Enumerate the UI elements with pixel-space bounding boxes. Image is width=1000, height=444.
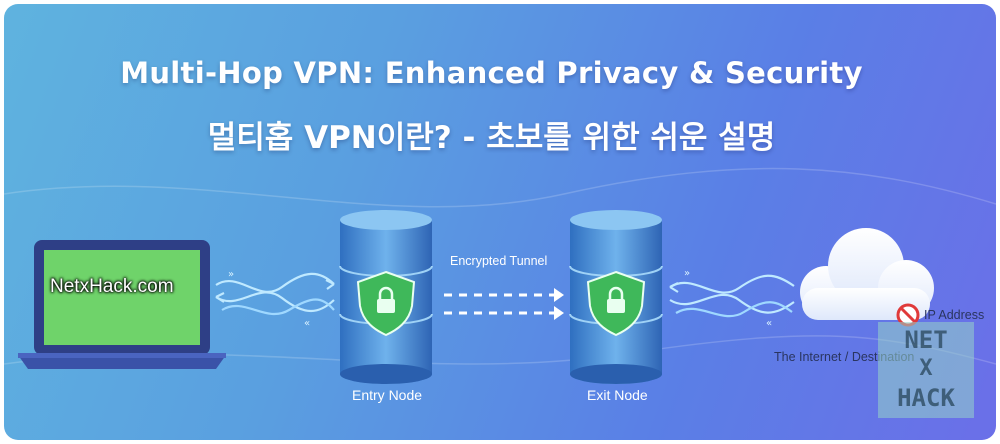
arrow-glyph: « (766, 318, 772, 329)
left-data-stream (215, 272, 335, 316)
diagram-banner: » « (4, 4, 996, 440)
arrow-glyph: » (228, 269, 234, 280)
arrow-glyph: « (304, 318, 310, 329)
shield-lock-icon (586, 270, 646, 337)
diagram-artwork: » « (4, 167, 996, 384)
tunnel-arrow-right (554, 288, 564, 302)
netxhack-logo-watermark: NET X HACK (878, 322, 974, 418)
tunnel-arrow-right (554, 306, 564, 320)
site-watermark: NetxHack.com (50, 276, 174, 297)
right-data-stream (669, 274, 795, 318)
ip-address-label: IP Address (924, 308, 985, 322)
shield-lock-icon (356, 270, 416, 337)
entry-node-label: Entry Node (352, 387, 423, 403)
logo-line: HACK (897, 384, 955, 412)
exit-node-label: Exit Node (587, 387, 648, 403)
title-korean: 멀티홉 VPN이란? - 초보를 위한 쉬운 설명 (207, 120, 776, 156)
title-english: Multi-Hop VPN: Enhanced Privacy & Securi… (120, 56, 863, 90)
logo-line: X (919, 356, 933, 381)
encrypted-tunnel-lines (444, 293, 556, 315)
laptop-icon (18, 240, 226, 369)
arrow-glyph: » (684, 268, 690, 279)
logo-line: NET (904, 326, 948, 354)
encrypted-tunnel-label: Encrypted Tunnel (450, 254, 548, 268)
